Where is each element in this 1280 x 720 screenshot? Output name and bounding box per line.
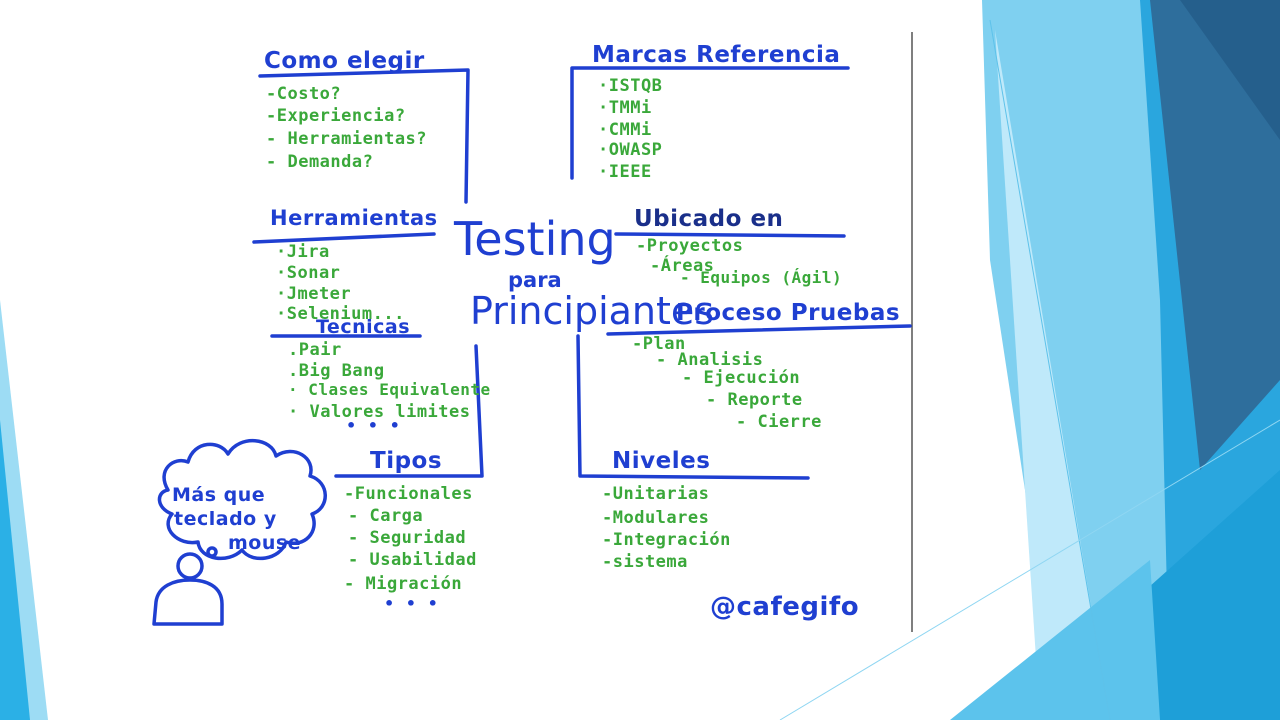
list-item: -Funcionales: [344, 484, 473, 504]
more-dots: • • •: [384, 594, 441, 613]
list-item: -Modulares: [602, 508, 710, 528]
bubble-text: teclado y: [174, 508, 277, 530]
list-item: - Reporte: [706, 390, 803, 410]
right-bottom-pale: [950, 560, 1160, 720]
list-item: -Áreas: [650, 256, 715, 276]
list-item: -Integración: [602, 530, 731, 550]
section-title-tecnicas: Tecnicas: [316, 316, 411, 338]
list-item: - Herramientas?: [266, 129, 428, 149]
list-item: -Plan: [632, 334, 686, 354]
list-item: - Equipos (Ágil): [680, 268, 843, 287]
center-title-testing: Testing: [454, 212, 616, 266]
more-dots: • • •: [346, 416, 403, 435]
list-item: -Proyectos: [636, 236, 744, 256]
center-title-principiantes: Principiantes: [470, 289, 715, 333]
bubble-text: Más que: [172, 484, 266, 506]
list-item: - Usabilidad: [348, 550, 477, 570]
list-item: - Cierre: [736, 412, 822, 432]
right-pale-facet: [995, 30, 1110, 720]
list-item: - Demanda?: [266, 152, 374, 172]
list-item: ·OWASP: [598, 140, 663, 160]
mindmap-sketch: Testing para Principiantes Como elegir -…: [148, 30, 916, 632]
list-item: - Migración: [344, 574, 463, 594]
bubble-text: mouse: [228, 532, 302, 554]
list-item: ·ISTQB: [598, 76, 663, 96]
section-title-marcas-referencia: Marcas Referencia: [592, 42, 841, 68]
list-item: ·Jmeter: [276, 284, 352, 304]
list-item: - Carga: [348, 506, 424, 526]
list-item: .Big Bang: [288, 361, 385, 381]
list-item: ·Jira: [276, 242, 330, 262]
author-handle: @cafegifo: [710, 592, 860, 622]
section-title-herramientas: Herramientas: [270, 206, 438, 230]
list-item: -Experiencia?: [266, 106, 406, 126]
list-item: · Clases Equivalente: [288, 380, 491, 399]
list-item: ·Sonar: [276, 263, 341, 283]
list-item: - Analisis: [656, 350, 764, 370]
list-item: -Costo?: [266, 84, 342, 104]
section-title-como-elegir: Como elegir: [264, 48, 425, 74]
center-title-para: para: [508, 268, 562, 292]
right-dark-facet: [1150, 0, 1280, 470]
list-item: ·IEEE: [598, 162, 652, 182]
list-item: - Seguridad: [348, 528, 467, 548]
list-item: .Pair: [288, 340, 342, 360]
section-title-niveles: Niveles: [612, 448, 711, 474]
section-title-ubicado-en: Ubicado en: [634, 206, 784, 232]
list-item: ·Selenium...: [276, 304, 405, 324]
section-title-tipos: Tipos: [370, 448, 443, 474]
list-item: · Valores limites: [288, 402, 471, 422]
section-title-proceso-pruebas: Proceso Pruebas: [676, 300, 901, 326]
list-item: - Ejecución: [682, 368, 801, 388]
right-deep-facet: [1180, 0, 1280, 140]
list-item: ·TMMi: [598, 98, 652, 118]
list-item: ·CMMi: [598, 120, 652, 140]
list-item: -Unitarias: [602, 484, 710, 504]
sketch-lines: [152, 32, 913, 632]
left-mid-wedge: [0, 420, 30, 720]
list-item: -sistema: [602, 552, 688, 572]
